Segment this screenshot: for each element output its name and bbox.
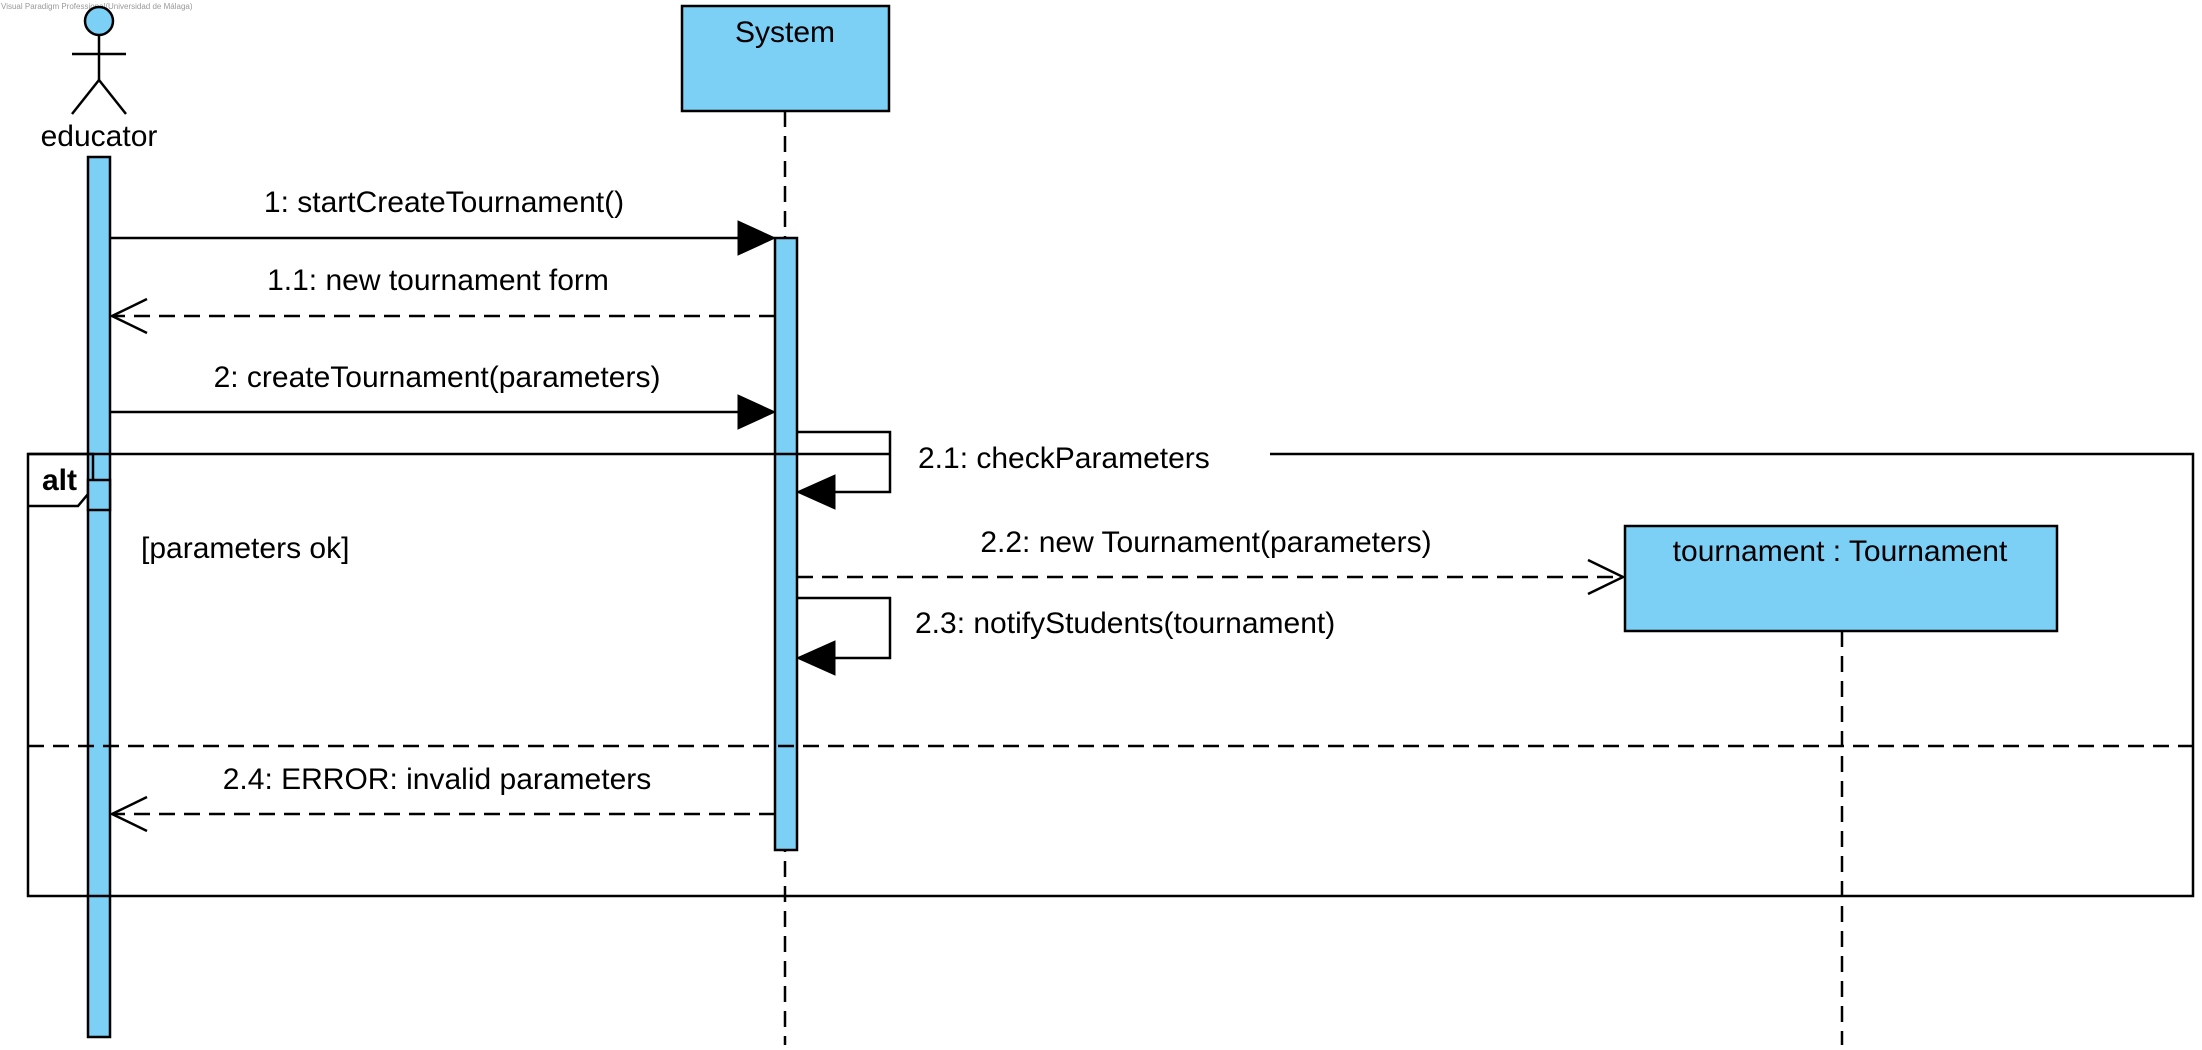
message-1-1[interactable]: 1.1: new tournament form <box>109 264 775 335</box>
message-2-3-label: 2.3: notifyStudents(tournament) <box>915 607 1335 640</box>
message-1-1-arrowhead <box>109 297 148 335</box>
actor-right-leg <box>98 79 127 115</box>
message-2-4[interactable]: 2.4: ERROR: invalid parameters <box>109 763 775 833</box>
alt-operator: alt <box>42 464 77 497</box>
message-1-label: 1: startCreateTournament() <box>264 186 624 219</box>
actor-educator[interactable]: educator <box>41 5 158 153</box>
message-2-4-label: 2.4: ERROR: invalid parameters <box>223 763 652 796</box>
message-2-2-label: 2.2: new Tournament(parameters) <box>980 526 1431 559</box>
message-2-3[interactable]: 2.3: notifyStudents(tournament) <box>795 596 1335 676</box>
actor-name: educator <box>41 120 158 153</box>
lifeline-head-system[interactable]: System <box>680 4 891 113</box>
alt-guard: [parameters ok] <box>141 532 349 565</box>
activation-bar-system <box>773 236 799 852</box>
activation-bar-educator <box>86 155 112 1039</box>
message-2-4-arrowhead <box>109 795 148 833</box>
alt-fragment[interactable]: alt [parameters ok] <box>26 452 2195 898</box>
message-2-arrowhead <box>737 394 777 430</box>
message-2-3-arrowhead <box>795 640 836 676</box>
message-2[interactable]: 2: createTournament(parameters) <box>110 361 777 430</box>
message-2-label: 2: createTournament(parameters) <box>214 361 661 394</box>
system-box <box>680 4 891 113</box>
message-2-3-line <box>797 596 892 660</box>
lifeline-head-tournament[interactable]: tournament : Tournament <box>1623 524 2059 633</box>
message-1-arrowhead <box>737 220 777 256</box>
tournament-name: tournament : Tournament <box>1673 535 2008 568</box>
message-2-1-line <box>797 430 892 494</box>
message-2-1-arrowhead <box>795 474 836 510</box>
system-name: System <box>735 16 835 49</box>
actor-head-icon <box>83 5 115 37</box>
message-2-2[interactable]: 2.2: new Tournament(parameters) <box>797 526 1626 596</box>
alt-frame <box>26 452 2195 898</box>
actor-left-leg <box>71 79 100 115</box>
message-1-1-label: 1.1: new tournament form <box>267 264 609 297</box>
message-2-1-label: 2.1: checkParameters <box>918 442 1210 475</box>
message-2-1[interactable]: 2.1: checkParameters <box>795 430 1210 510</box>
activation-bar-educator-overlay <box>86 478 112 512</box>
message-1[interactable]: 1: startCreateTournament() <box>110 186 777 256</box>
tournament-box <box>1623 524 2059 633</box>
message-2-2-arrowhead <box>1587 558 1626 596</box>
